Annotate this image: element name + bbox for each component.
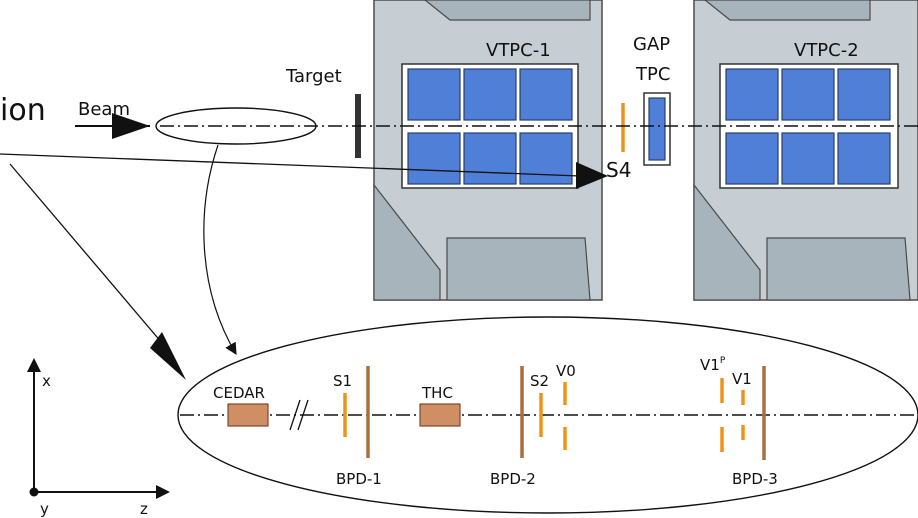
beam-focus-ellipse <box>155 107 317 145</box>
vtpc1-label: VTPC-1 <box>486 40 551 61</box>
gap-tpc <box>643 92 671 166</box>
overlay-text-fragment: ion <box>0 93 46 128</box>
v1p-base: V1 <box>700 356 720 374</box>
axis-break-mark-2 <box>297 399 309 431</box>
vtpc2-lower-left-insert <box>693 183 761 301</box>
s1-label: S1 <box>333 372 352 390</box>
beam-arrowhead <box>112 113 150 139</box>
z-axis-label: z <box>140 500 148 518</box>
zoomed-beamline <box>177 316 918 514</box>
overlay-pointer-line-to-s4 <box>0 153 581 177</box>
vtpc2-top-insert <box>704 0 871 21</box>
zoom-ellipse <box>177 316 918 514</box>
s2-label: S2 <box>530 372 549 390</box>
s4-label: S4 <box>606 158 631 182</box>
beam-label: Beam <box>78 99 130 120</box>
vtpc2-label: VTPC-2 <box>794 40 859 61</box>
v1-label: V1 <box>732 370 752 388</box>
gap-tpc-label: TPC <box>635 64 670 85</box>
v1p-label: V1P <box>700 356 726 374</box>
y-axis-label: y <box>40 500 49 518</box>
v0-label: V0 <box>556 362 576 380</box>
vtpc1-bottom-insert <box>446 237 591 301</box>
cedar-label: CEDAR <box>213 384 265 402</box>
zoom-connector-arrow <box>203 144 237 356</box>
overlay-pointer-line-to-ellipse <box>9 163 169 351</box>
vtpc1-lower-left-insert <box>373 183 441 301</box>
x-axis-arrowhead <box>27 358 41 372</box>
vtpc2-bottom-insert <box>766 237 911 301</box>
v1p-superscript: P <box>720 356 726 366</box>
bpd3-label: BPD-3 <box>732 470 778 488</box>
z-axis-arrowhead <box>156 485 170 499</box>
x-axis-label: x <box>42 372 51 390</box>
vtpc1-top-insert <box>424 0 591 21</box>
gap-label: GAP <box>633 34 670 55</box>
cedar-detector <box>227 403 269 427</box>
target-label: Target <box>285 66 342 87</box>
overlay-arrowhead-ellipse <box>150 332 186 380</box>
thc-label: THC <box>421 384 453 402</box>
thc-detector <box>419 403 461 427</box>
coordinate-axes <box>27 358 170 499</box>
vtpc2-chamber <box>693 0 918 301</box>
bpd1-label: BPD-1 <box>336 470 382 488</box>
axis-break-mark-1 <box>289 399 301 431</box>
y-axis-dot <box>29 487 39 497</box>
bpd2-label: BPD-2 <box>490 470 536 488</box>
overlay-arrowhead-s4 <box>576 162 608 189</box>
